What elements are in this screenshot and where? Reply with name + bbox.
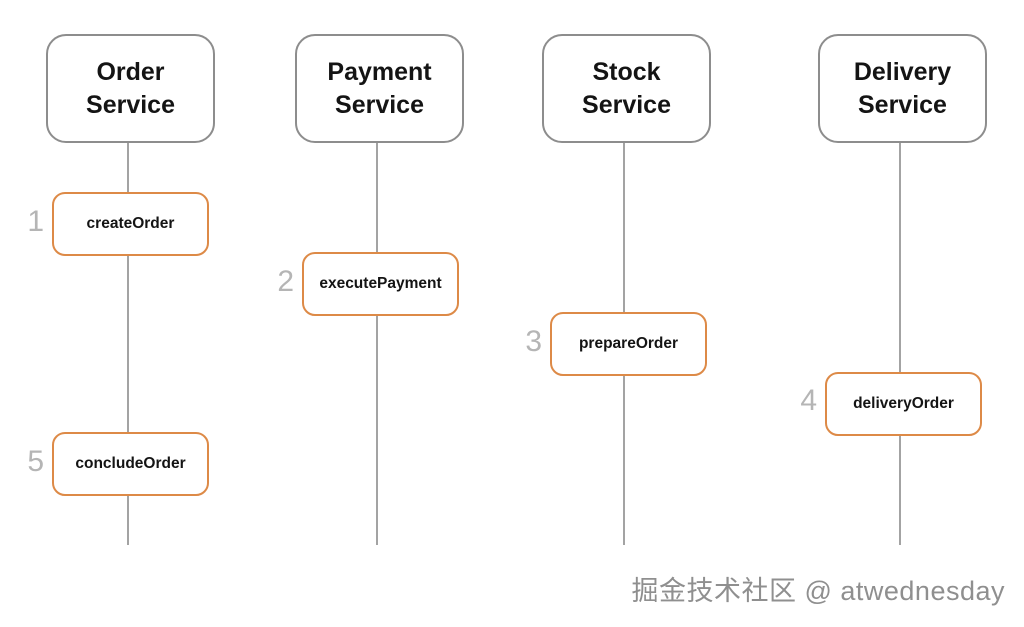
step-number-5: 5 xyxy=(27,445,44,478)
step-box-executePayment: executePayment xyxy=(302,252,459,316)
service-box-order: Order Service xyxy=(46,34,215,143)
step-label-prepareOrder: prepareOrder xyxy=(578,335,679,352)
step-number-4: 4 xyxy=(800,384,817,417)
service-label-delivery: Delivery Service xyxy=(853,57,952,119)
step-label-createOrder: createOrder xyxy=(86,215,175,232)
watermark-text: 掘金技术社区 @ atwednesday xyxy=(631,576,1005,606)
step-label-concludeOrder: concludeOrder xyxy=(75,455,186,472)
step-number-3: 3 xyxy=(525,325,542,358)
step-box-createOrder: createOrder xyxy=(52,192,209,256)
service-box-payment: Payment Service xyxy=(295,34,464,143)
lifeline-delivery-service xyxy=(899,139,901,545)
step-label-deliveryOrder: deliveryOrder xyxy=(853,395,954,412)
lifeline-order-service xyxy=(127,139,129,545)
lifeline-payment-service xyxy=(376,139,378,545)
step-box-deliveryOrder: deliveryOrder xyxy=(825,372,982,436)
step-box-prepareOrder: prepareOrder xyxy=(550,312,707,376)
service-label-payment: Payment Service xyxy=(327,57,432,119)
service-box-delivery: Delivery Service xyxy=(818,34,987,143)
step-number-2: 2 xyxy=(277,265,294,298)
step-box-concludeOrder: concludeOrder xyxy=(52,432,209,496)
service-box-stock: Stock Service xyxy=(542,34,711,143)
service-label-stock: Stock Service xyxy=(582,57,671,119)
step-number-1: 1 xyxy=(27,205,44,238)
step-label-executePayment: executePayment xyxy=(319,275,442,292)
service-label-order: Order Service xyxy=(86,57,175,119)
